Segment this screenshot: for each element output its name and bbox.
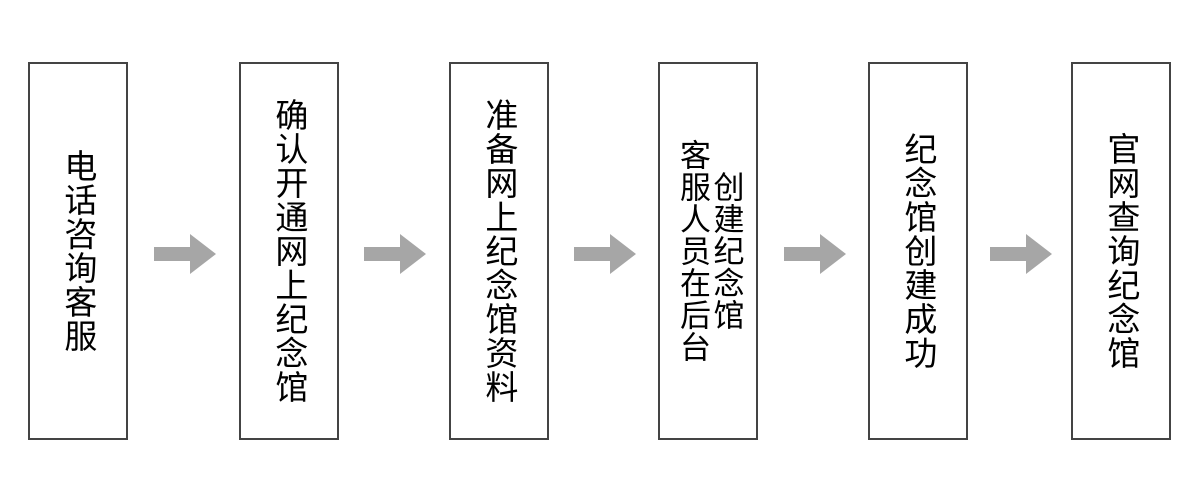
flowchart-arrow-1 bbox=[154, 234, 216, 274]
flowchart-arrow-5 bbox=[990, 234, 1052, 274]
flowchart-node-step-4[interactable]: 创建纪念馆 客服人员在后台 bbox=[658, 62, 758, 440]
node-text-column-secondary: 客服人员在后台 bbox=[674, 139, 710, 363]
flowchart-arrow-2 bbox=[364, 234, 426, 274]
flowchart-node-step-3[interactable]: 准备网上纪念馆资料 bbox=[449, 62, 549, 440]
flowchart-node-step-6[interactable]: 官网查询纪念馆 bbox=[1071, 62, 1171, 440]
node-text-column: 确认开通网上纪念馆 bbox=[269, 98, 309, 404]
node-text-column: 纪念馆创建成功 bbox=[898, 132, 938, 370]
node-text-column: 官网查询纪念馆 bbox=[1101, 132, 1141, 370]
node-text-column: 电话咨询客服 bbox=[58, 149, 98, 353]
flowchart-arrow-3 bbox=[574, 234, 636, 274]
node-text-column: 准备网上纪念馆资料 bbox=[479, 98, 519, 404]
flowchart-node-step-1[interactable]: 电话咨询客服 bbox=[28, 62, 128, 440]
flowchart-node-step-5[interactable]: 纪念馆创建成功 bbox=[868, 62, 968, 440]
node-text-column-primary: 创建纪念馆 bbox=[707, 171, 744, 331]
flowchart-node-step-2[interactable]: 确认开通网上纪念馆 bbox=[239, 62, 339, 440]
flowchart-arrow-4 bbox=[784, 234, 846, 274]
